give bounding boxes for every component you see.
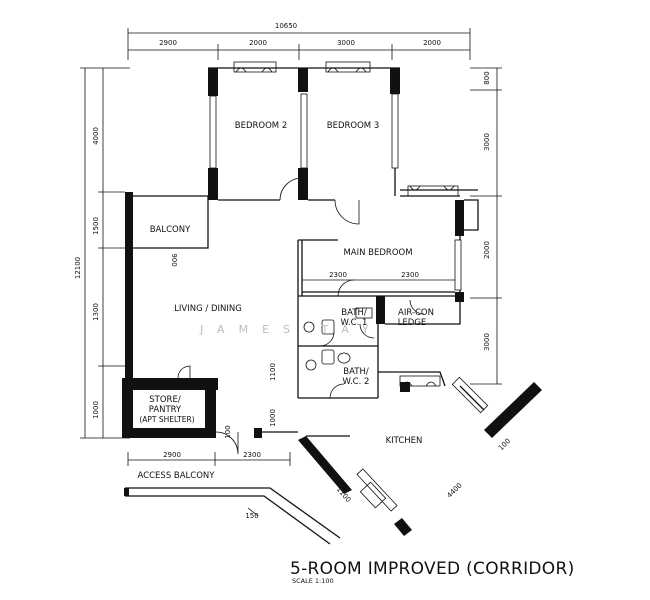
room-aircon-line1: AIR-CON [398,308,434,318]
room-bedroom-2: BEDROOM 2 [235,121,287,131]
dim-top-1: 2900 [159,39,177,47]
dim-overall-width: 10650 [275,22,297,30]
room-store-line1: STORE/ [149,395,181,405]
dim-balcony-door: 900 [170,253,178,266]
room-bedroom-3: BEDROOM 3 [327,121,379,131]
dim-top-2: 2000 [249,39,267,47]
left-dimension-lines [80,67,130,439]
dim-kitchen-small: 100 [497,437,512,452]
dim-left-5: 1000 [92,401,100,419]
room-balcony: BALCONY [150,225,191,235]
room-bath-1-line2: W.C. 1 [341,318,368,328]
top-dimension-lines [127,28,471,60]
room-living-dining: LIVING / DINING [174,304,242,314]
dim-right-3: 2000 [483,241,491,259]
room-bath-2-line2: W.C. 2 [343,377,370,387]
dim-bottom-1: 2900 [163,451,181,459]
right-dimension-lines [470,67,502,385]
bath-fixtures [303,307,387,509]
dim-left-2: 1500 [92,217,100,235]
dim-top-3: 3000 [337,39,355,47]
dim-right-2: 3000 [483,133,491,151]
dim-access-balcony: 150 [245,512,258,520]
room-bath-1-line1: BATH/ [341,308,367,318]
dim-right-1: 800 [483,71,491,84]
room-store-line3: (APT SHELTER) [139,415,194,424]
dim-left-4: 1100 [269,363,277,381]
dim-left-4b: 1000 [269,409,277,427]
walls [122,67,542,536]
dim-main-bed-right: 2300 [401,271,419,279]
dim-right-4: 3000 [483,333,491,351]
dim-left-3: 1300 [92,303,100,321]
room-kitchen: KITCHEN [386,436,423,446]
dim-left-1: 4000 [92,127,100,145]
dim-main-bed-left: 2300 [329,271,347,279]
casement-windows [233,61,489,414]
room-main-bedroom: MAIN BEDROOM [343,248,412,258]
plan-scale: SCALE 1:100 [292,577,334,585]
windows [209,93,462,512]
dim-kitchen-right: 4400 [445,481,463,499]
access-balcony-rail [124,487,341,545]
bottom-dimension-lines [127,452,291,466]
room-store-line2: PANTRY [149,405,182,415]
room-access-balcony: ACCESS BALCONY [138,471,216,481]
dim-top-4: 2000 [423,39,441,47]
dim-bottom-2: 2300 [243,451,261,459]
watermark: JAMES TAY [199,323,383,336]
room-bath-2-line1: BATH/ [343,367,369,377]
plan-title: 5-ROOM IMPROVED (CORRIDOR) [290,559,575,579]
dim-door-small: 100 [224,425,232,438]
dim-overall-height: 12100 [74,257,82,279]
room-aircon-line2: LEDGE [398,318,427,328]
